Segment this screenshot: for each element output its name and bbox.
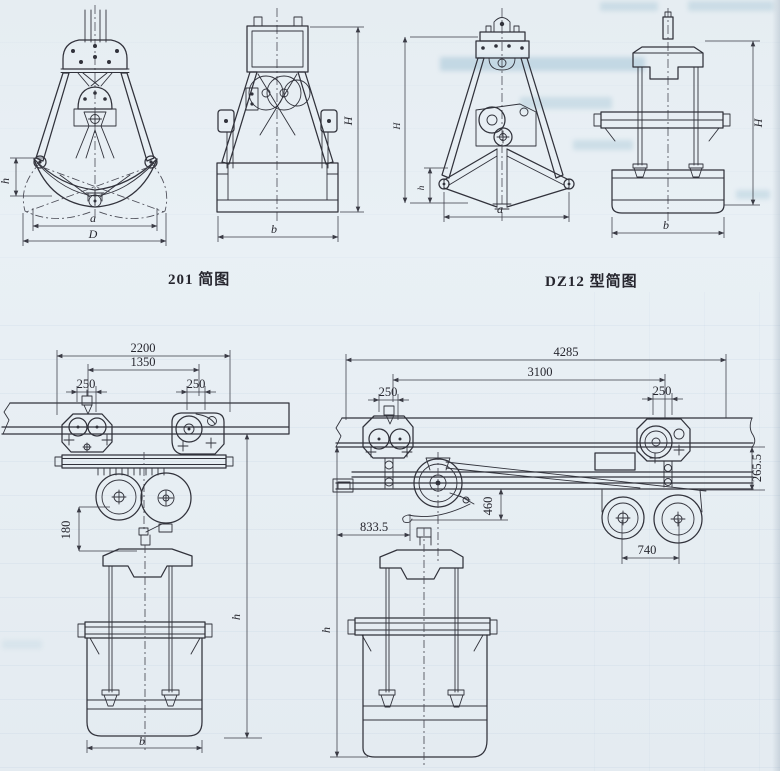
caption-fig-201: 201 简图	[168, 272, 231, 288]
bleed-text-blob	[520, 97, 612, 109]
page-edge-shadow	[772, 0, 780, 771]
dim-label-250-right-2: 250	[653, 384, 672, 398]
fig-large-trolley: 4285 3100 250 250	[319, 345, 765, 765]
bleed-through-table-lines-top	[0, 0, 780, 292]
dim-label-250-left-2: 250	[379, 385, 398, 399]
dim-label-3100: 3100	[528, 365, 553, 379]
bleed-text-blob	[2, 640, 42, 649]
bleed-text-blob	[440, 57, 645, 71]
fig-small-trolley: 2200 1350 250 250	[1, 341, 290, 753]
fig-dz12-side-view: H b	[593, 8, 765, 238]
bleed-text-blob	[600, 2, 658, 11]
dim-label-dz12-H-side: H	[751, 117, 765, 128]
dim-label-dz12-a: a	[497, 202, 503, 216]
bleed-through-table-columns	[540, 292, 780, 771]
dim-label-180: 180	[59, 521, 73, 540]
bleed-text-blob	[573, 140, 633, 150]
dim-label-250-left: 250	[77, 377, 96, 391]
dim-label-dz12-H-front: H	[393, 121, 403, 130]
dim-label-201-h: h	[0, 178, 12, 184]
dim-label-250-right: 250	[187, 377, 206, 391]
dim-label-833-5: 833.5	[360, 520, 388, 534]
dim-label-460: 460	[481, 497, 495, 516]
dim-label-2200: 2200	[131, 341, 156, 355]
dim-label-201-b: b	[271, 222, 277, 236]
dim-label-small-b: b	[139, 734, 145, 748]
dim-label-dz12-h: h	[417, 185, 427, 190]
caption-fig-dz12: DZ12 型简图	[545, 274, 638, 290]
dim-label-1350: 1350	[131, 355, 156, 369]
fig-201-front-view: h a D	[0, 5, 168, 246]
dim-label-large-h: h	[319, 627, 333, 633]
dim-label-201-D: D	[88, 227, 98, 241]
dim-label-dz12-b: b	[663, 218, 669, 232]
fig-201-side-view: H b	[216, 8, 364, 242]
dim-label-740: 740	[638, 543, 657, 557]
dim-label-201-a: a	[90, 211, 96, 225]
bleed-text-blob	[688, 1, 774, 11]
dim-label-265-5: 265.5	[750, 454, 764, 482]
dim-label-4285: 4285	[554, 345, 579, 359]
dim-label-small-h: h	[229, 614, 243, 620]
fig-dz12-front-view: H h a	[393, 8, 575, 224]
dim-label-201-H: H	[341, 115, 355, 126]
